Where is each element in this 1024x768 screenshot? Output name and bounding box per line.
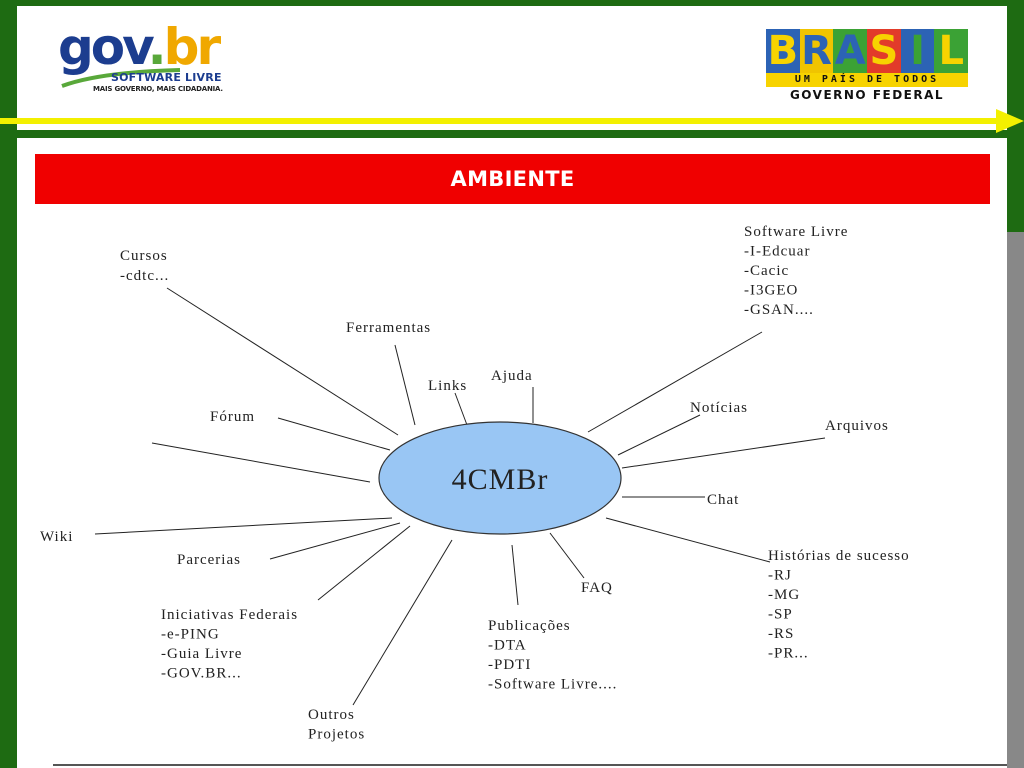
spoke-wiki — [94, 517, 393, 535]
node-wiki: Wiki — [40, 529, 73, 545]
brasil-tagline: UM PAÍS DE TODOS — [766, 73, 968, 87]
node-noticias: Notícias — [690, 400, 748, 416]
spoke-noticias — [617, 414, 701, 456]
frame-top-border — [0, 0, 1024, 6]
spokes — [94, 287, 826, 706]
content-shadow — [1007, 232, 1024, 768]
spoke-cursos — [166, 287, 399, 436]
node-text-line: -DTA — [488, 638, 527, 654]
node-software-livre: Software Livre -I-Edcuar -Cacic -I3GEO -GSAN… — [744, 224, 848, 318]
node-text-line: -SP — [768, 607, 793, 623]
node-ferramentas: Ferramentas — [346, 320, 431, 336]
brasil-logo: B R A S I L UM PAÍS DE TODOS GOVERNO FED… — [764, 27, 970, 103]
node-text-line: -Software Livre.... — [488, 677, 617, 693]
center-hub — [378, 421, 622, 535]
spoke-outros — [352, 539, 453, 706]
node-links: Links — [428, 378, 467, 394]
node-parcerias: Parcerias — [177, 552, 241, 568]
content-bottom-line — [53, 764, 1007, 766]
node-text-line: Projetos — [308, 727, 365, 743]
govbr-line2: MAIS GOVERNO, MAIS CIDADANIA. — [93, 85, 223, 93]
node-text-line: Iniciativas Federais — [161, 607, 298, 623]
node-publicacoes: Publicações -DTA -PDTI -Software Livre.... — [488, 618, 617, 693]
node-cursos: Cursos -cdtc... — [120, 248, 169, 284]
node-text-line: -Guia Livre — [161, 646, 242, 662]
brasil-org: GOVERNO FEDERAL — [789, 88, 945, 102]
arrow-head-icon — [996, 109, 1024, 133]
spoke-publicacoes — [511, 544, 519, 606]
node-faq: FAQ — [581, 580, 613, 596]
section-title-bar: AMBIENTE — [35, 154, 990, 204]
node-iniciativas: Iniciativas Federais -e-PING -Guia Livre -G… — [161, 607, 298, 682]
node-text-line: -cdtc... — [120, 268, 169, 284]
node-ajuda: Ajuda — [491, 368, 533, 384]
node-text-line: Cursos — [120, 248, 168, 264]
brasil-letters: B R A S I L — [766, 28, 969, 74]
brasil-letter: I — [900, 29, 935, 73]
header-green-band — [17, 130, 1007, 138]
node-text-line: -Cacic — [744, 263, 789, 279]
node-text-line: -PDTI — [488, 657, 531, 673]
govbr-line1: SOFTWARE LIVRE — [111, 71, 222, 84]
node-text-line: Histórias de sucesso — [768, 548, 910, 564]
node-arquivos: Arquivos — [825, 418, 889, 434]
spoke-links — [454, 392, 468, 426]
node-text-line: -RS — [768, 626, 794, 642]
node-chat: Chat — [707, 492, 739, 508]
node-text-line: Outros — [308, 707, 355, 723]
node-text-line: Software Livre — [744, 224, 848, 240]
node-text-line: -PR... — [768, 646, 809, 662]
node-text-line: -GOV.BR... — [161, 666, 242, 682]
node-historias: Histórias de sucesso -RJ -MG -SP -RS -PR... — [768, 548, 910, 662]
node-text-line: -e-PING — [161, 627, 220, 643]
header-yellow-line — [0, 118, 1004, 124]
spoke-iniciativas — [317, 525, 411, 601]
node-text-line: -MG — [768, 587, 800, 603]
node-text-line: Publicações — [488, 618, 571, 634]
spoke-historias — [605, 517, 771, 563]
brasil-letter: A — [833, 28, 868, 74]
spoke-ferramentas — [394, 344, 416, 426]
spoke-faq — [549, 532, 585, 579]
spoke-forum — [277, 417, 391, 451]
govbr-wordmark: gov.br — [58, 18, 221, 76]
node-text-line: -I-Edcuar — [744, 244, 810, 260]
spoke-blank — [151, 442, 371, 483]
node-text-line: -I3GEO — [744, 283, 798, 299]
spoke-parcerias — [269, 522, 401, 560]
node-text-line: -GSAN.... — [744, 302, 814, 318]
brasil-letter: L — [934, 29, 969, 73]
brasil-letter: B — [766, 28, 800, 74]
brasil-letter: S — [867, 29, 901, 73]
node-forum: Fórum — [210, 409, 255, 425]
section-title: AMBIENTE — [450, 167, 575, 191]
frame-left-border — [0, 0, 17, 768]
spoke-software-livre — [587, 331, 763, 433]
node-text-line: -RJ — [768, 568, 792, 584]
spoke-arquivos — [621, 437, 826, 469]
govbr-swoosh-icon — [61, 68, 181, 88]
govbr-logo: gov.br SOFTWARE LIVRE MAIS GOVERNO, MAIS… — [58, 22, 228, 102]
brasil-letter: R — [799, 28, 834, 74]
center-label: 4CMBr — [452, 463, 549, 496]
